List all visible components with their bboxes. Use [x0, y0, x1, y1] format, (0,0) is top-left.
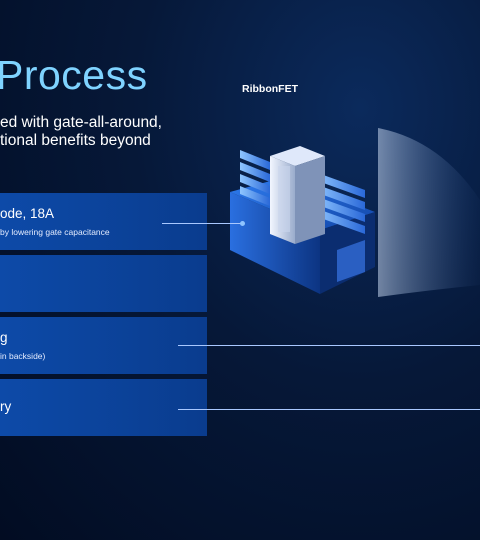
feature-card-1-subtitle: by lowering gate capacitance [0, 227, 110, 237]
feature-card-3-subtitle: in backside) [0, 351, 46, 361]
feature-card-2 [0, 255, 207, 312]
ribbonfet-label: RibbonFET [242, 83, 298, 95]
feature-card-3: g in backside) [0, 317, 207, 374]
beam-wedge [378, 128, 480, 297]
feature-card-1: ode, 18A by lowering gate capacitance [0, 193, 207, 250]
slide-subtitle: ed with gate-all-around, tional benefits… [0, 114, 162, 150]
subtitle-line-2: tional benefits beyond [0, 132, 151, 149]
leader-line-1 [162, 223, 242, 224]
left-ribbon-stack [240, 150, 270, 206]
feature-card-4-title: ry [0, 399, 12, 414]
base-notch [337, 240, 365, 282]
base-front-face [230, 192, 320, 294]
feature-card-3-title: g [0, 330, 8, 345]
leader-line-3 [178, 345, 480, 346]
feature-card-4: ry [0, 379, 207, 436]
right-ribbon-stack [315, 172, 365, 234]
subtitle-line-1: ed with gate-all-around, [0, 114, 162, 131]
feature-card-1-title: ode, 18A [0, 206, 55, 221]
leader-dot-1 [240, 221, 245, 226]
slide-title: Process [0, 52, 148, 98]
gate-structure [270, 146, 325, 244]
leader-line-4 [178, 409, 480, 410]
ribbonfet-transistor-illustration [230, 146, 375, 294]
